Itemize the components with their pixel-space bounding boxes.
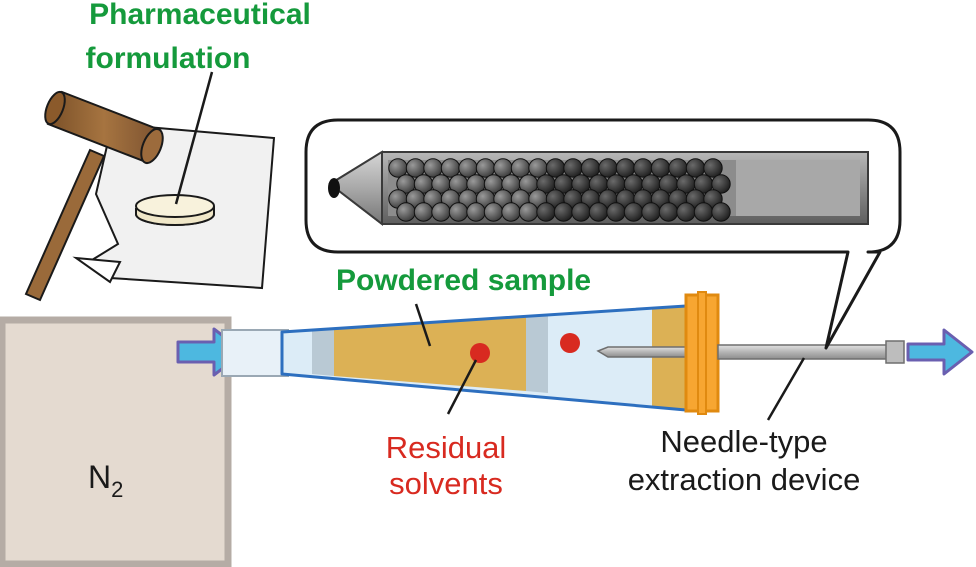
- sorbent-bead: [703, 158, 723, 178]
- sorbent-bead: [623, 202, 644, 222]
- hammer-and-tablet: [24, 90, 276, 302]
- leader-residual: [446, 359, 478, 415]
- sorbent-bead: [413, 202, 434, 222]
- label-needle-line1: Needle-type: [660, 424, 827, 459]
- outlet-flow-arrow-icon: [906, 328, 974, 376]
- needle-end-cap: [885, 340, 905, 364]
- sorbent-bead: [571, 202, 591, 222]
- tablet-icon: [135, 194, 215, 218]
- sorbent-bead: [641, 202, 661, 222]
- sorbent-bead: [396, 202, 416, 222]
- needle-shaft: [717, 344, 891, 360]
- needle-extraction-device: [596, 291, 905, 415]
- sorbent-bead: [693, 202, 714, 222]
- label-residual-line1: Residual: [386, 430, 507, 465]
- hammer-handle: [24, 148, 106, 302]
- leader-lines: [174, 71, 806, 421]
- sorbent-bead: [431, 202, 451, 222]
- label-pharma-line2: formulation: [86, 42, 251, 75]
- residual-solvent-dot: [560, 333, 580, 353]
- label-residual-line2: solvents: [389, 466, 503, 501]
- sorbent-bead: [518, 202, 539, 222]
- leader-pharma: [174, 71, 214, 205]
- sample-tube: [280, 304, 688, 412]
- sorbent-bead: [553, 202, 574, 222]
- sorbent-bead: [483, 202, 504, 222]
- leader-needle: [766, 357, 806, 421]
- sorbent-bead: [536, 202, 556, 222]
- sorbent-bead: [711, 202, 731, 222]
- sorbent-bead: [711, 174, 731, 194]
- label-pharma-line1: Pharmaceutical: [89, 0, 311, 31]
- needle-tip-hole: [328, 178, 340, 198]
- label-needle-line2: extraction device: [628, 462, 861, 497]
- powder-bed: [334, 316, 526, 391]
- sorbent-bead: [606, 202, 626, 222]
- sorbent-bead: [658, 202, 679, 222]
- sorbent-bead: [448, 202, 469, 222]
- label-powdered-sample: Powdered sample: [336, 264, 591, 297]
- sorbent-bead: [588, 202, 609, 222]
- n2-label: N2: [88, 459, 123, 502]
- needle-callout-bubble: [304, 118, 902, 350]
- sorbent-bead: [676, 202, 696, 222]
- sorbent-packing: [388, 158, 731, 222]
- sorbent-bead: [466, 202, 486, 222]
- residual-solvent-dot: [470, 343, 490, 363]
- leader-powder: [414, 303, 432, 347]
- sorbent-bead: [501, 202, 521, 222]
